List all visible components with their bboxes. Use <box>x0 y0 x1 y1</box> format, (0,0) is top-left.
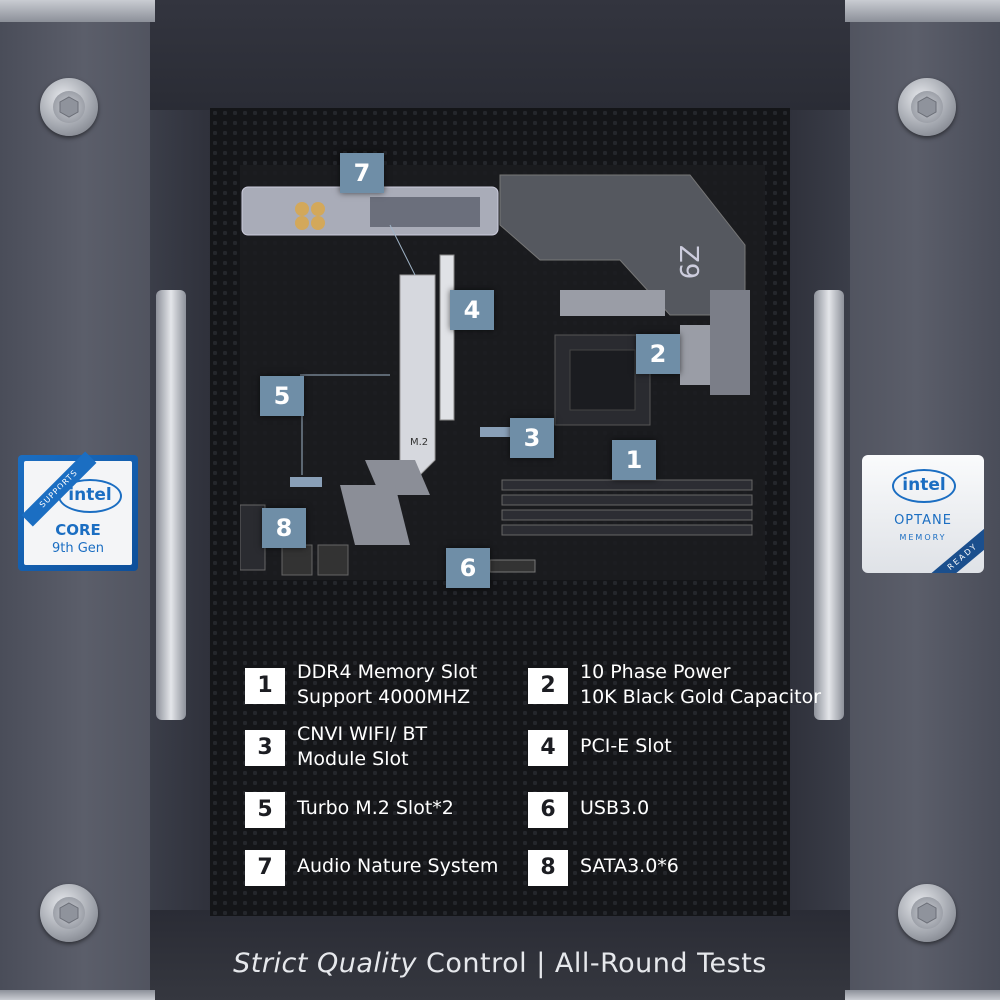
legend-line: CNVI WIFI/ BT <box>297 723 428 745</box>
badge-core-text: CORE <box>55 521 101 539</box>
intel-optane-badge: intel OPTANE MEMORY READY <box>862 455 984 573</box>
metal-trim <box>845 990 1000 1000</box>
intel-core-badge: SUPPORTS intel CORE 9th Gen <box>18 451 138 571</box>
legend-line: 10 Phase Power <box>580 661 731 683</box>
metal-rail-left <box>156 290 186 720</box>
legend-number: 6 <box>528 792 568 828</box>
callout-3: 3 <box>510 418 554 458</box>
ready-ribbon: READY <box>923 521 984 573</box>
legend-line: Audio Nature System <box>297 855 499 877</box>
intel-logo: intel <box>892 469 956 503</box>
legend-number: 3 <box>245 730 285 766</box>
intel-logo: intel <box>58 479 122 513</box>
legend-line: DDR4 Memory Slot <box>297 661 478 683</box>
frame-bottom-band <box>150 910 850 1000</box>
callout-7: 7 <box>340 153 384 193</box>
callout-1: 1 <box>612 440 656 480</box>
callout-4: 4 <box>450 290 494 330</box>
legend-number: 7 <box>245 850 285 886</box>
svg-text:M.2: M.2 <box>410 437 428 448</box>
screw-icon <box>898 78 956 136</box>
tagline-italic: Strict Quality <box>233 948 417 979</box>
callout-8: 8 <box>262 508 306 548</box>
legend-line: USB3.0 <box>580 797 650 819</box>
legend-line: Support 4000MHZ <box>297 686 471 708</box>
legend-number: 2 <box>528 668 568 704</box>
tagline: Strict Quality Control | All-Round Tests <box>0 948 1000 979</box>
svg-text:Z9: Z9 <box>673 245 703 279</box>
metal-trim <box>845 0 1000 22</box>
callout-5: 5 <box>260 376 304 416</box>
legend-line: SATA3.0*6 <box>580 855 679 877</box>
screw-icon <box>40 78 98 136</box>
legend-line: Turbo M.2 Slot*2 <box>297 797 454 819</box>
memory-text: MEMORY <box>899 533 947 542</box>
legend-line: 10K Black Gold Capacitor <box>580 686 822 708</box>
callout-6: 6 <box>446 548 490 588</box>
metal-trim <box>0 0 155 22</box>
metal-trim <box>0 990 155 1000</box>
badge-gen-text: 9th Gen <box>51 541 105 556</box>
legend-line: PCI-E Slot <box>580 735 672 757</box>
screw-icon <box>898 884 956 942</box>
motherboard-image: Z9 M.2 <box>240 165 765 580</box>
optane-text: OPTANE <box>894 513 952 528</box>
frame-top-band <box>150 0 850 110</box>
metal-rail-right <box>814 290 844 720</box>
screw-icon <box>40 884 98 942</box>
legend-number: 8 <box>528 850 568 886</box>
callout-2: 2 <box>636 334 680 374</box>
legend-number: 4 <box>528 730 568 766</box>
tagline-rest: Control | All-Round Tests <box>416 948 767 979</box>
legend-line: Module Slot <box>297 748 409 770</box>
legend-number: 5 <box>245 792 285 828</box>
legend-number: 1 <box>245 668 285 704</box>
